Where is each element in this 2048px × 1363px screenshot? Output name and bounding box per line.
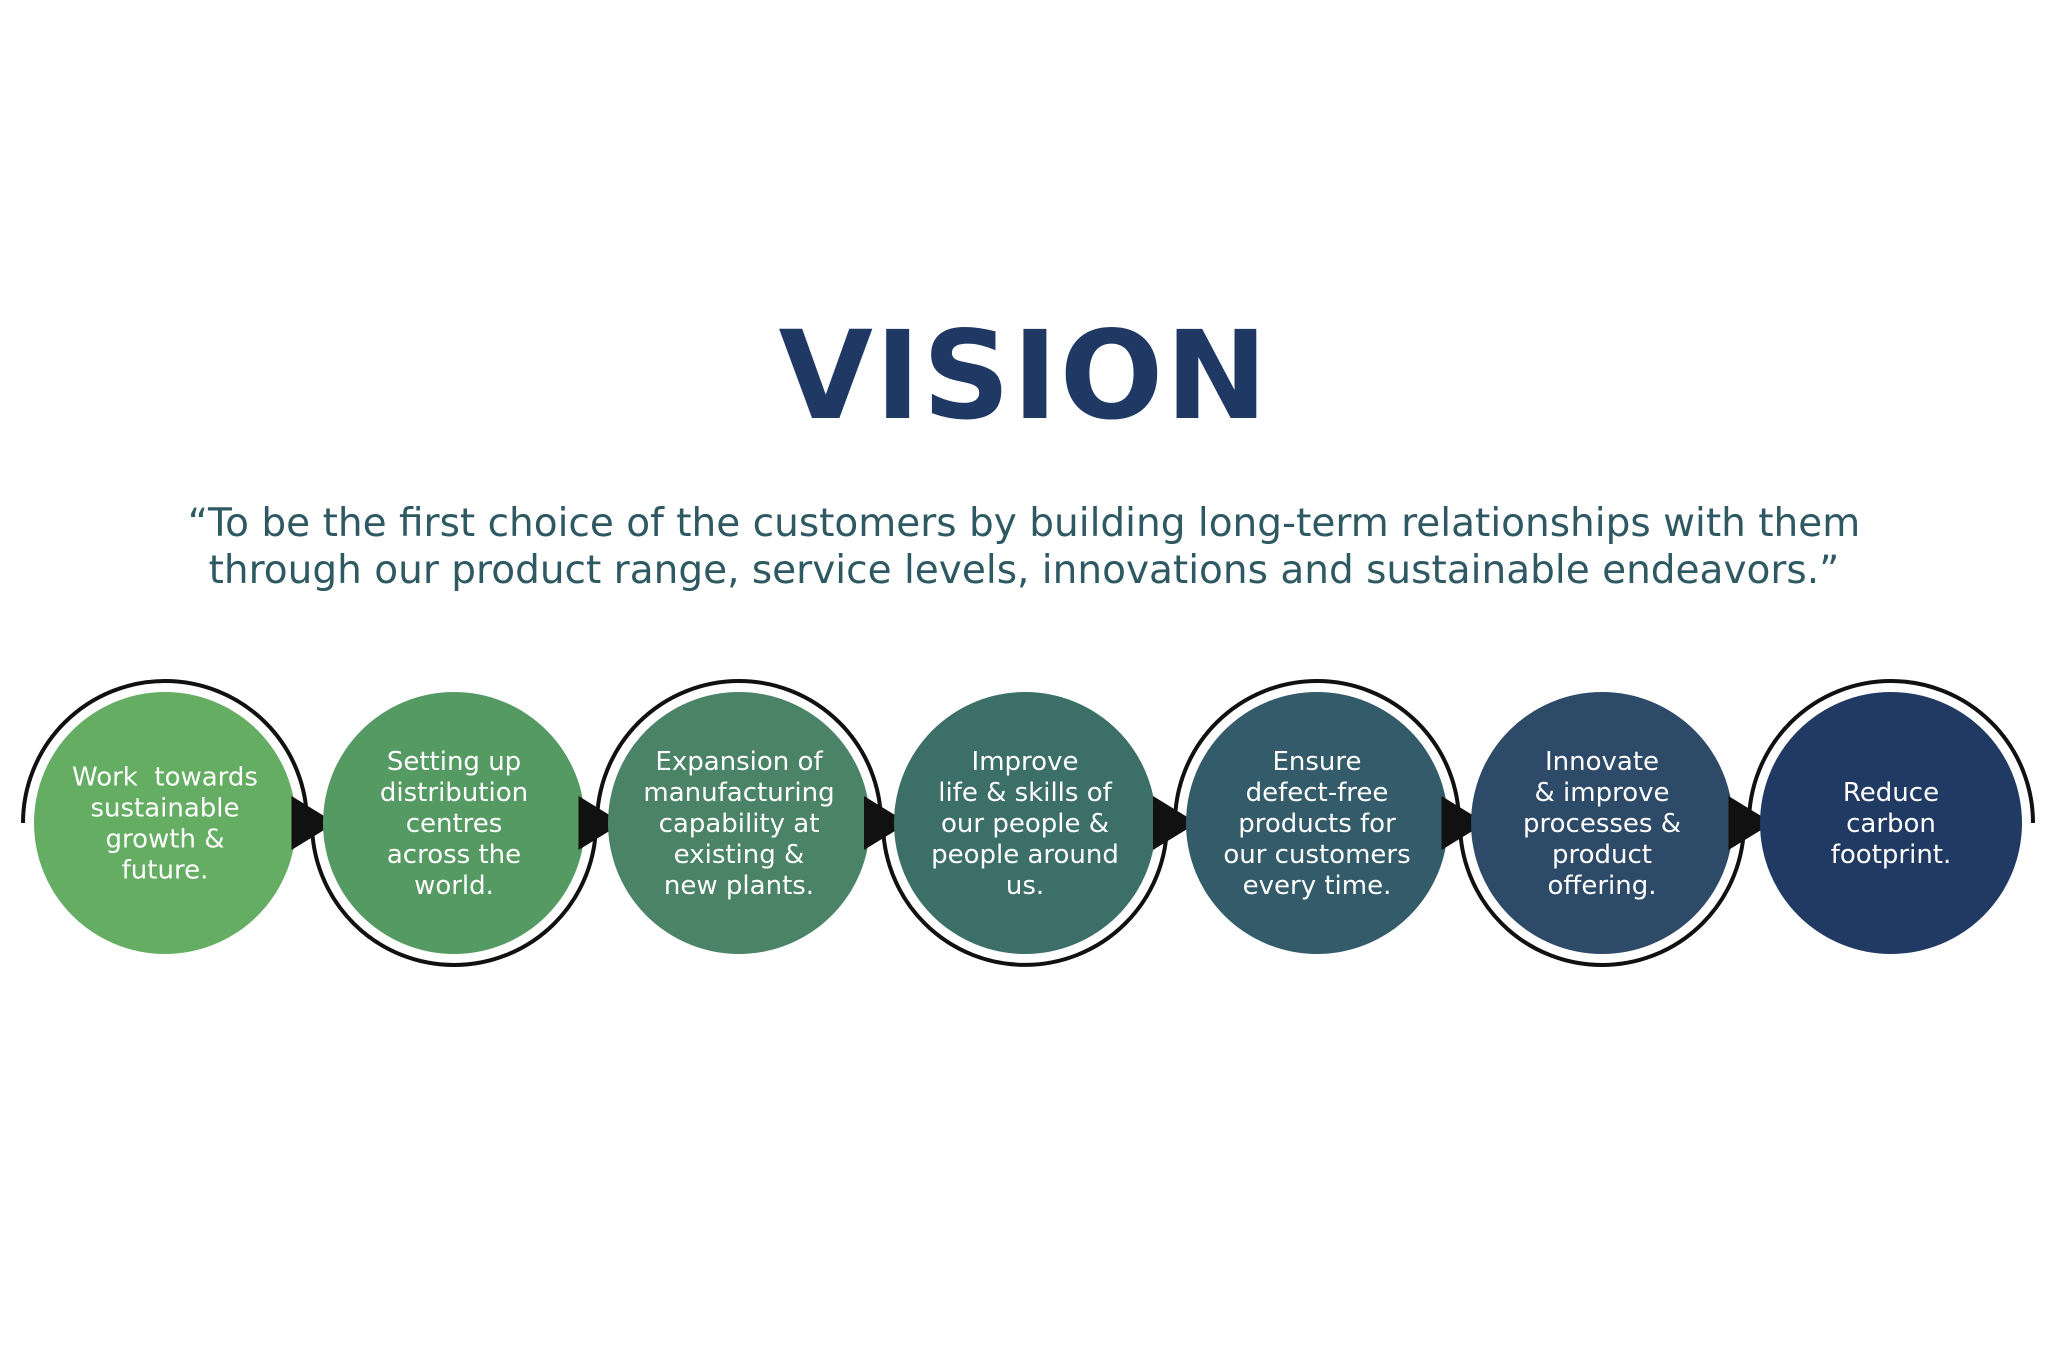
flow-arrow-icon	[1441, 796, 1486, 850]
step-label-line: new plants.	[664, 871, 814, 901]
step-label-line: our people &	[941, 809, 1109, 839]
step-label-line: Setting up	[387, 747, 521, 777]
step-label-line: Innovate	[1545, 747, 1659, 777]
step-circle	[608, 692, 870, 954]
step-label-line: offering.	[1548, 871, 1657, 901]
step-circle	[1186, 692, 1448, 954]
step-label-line: us.	[1006, 871, 1044, 901]
step-circle	[1471, 692, 1733, 954]
vision-statement-line-2: through our product range, service level…	[208, 548, 1840, 593]
step-label-line: footprint.	[1831, 840, 1952, 870]
step-label-line: capability at	[659, 809, 820, 839]
step-label-line: product	[1552, 840, 1652, 870]
step-outline-arc	[881, 822, 1169, 967]
step-label-line: our customers	[1223, 840, 1410, 870]
step-label-line: world.	[414, 871, 494, 901]
flow-arrow-icon	[578, 796, 623, 850]
step-outline-arc	[310, 822, 598, 967]
step-label-line: carbon	[1846, 809, 1936, 839]
step-outline-arc	[595, 679, 883, 824]
step-label-line: existing &	[674, 840, 805, 870]
step-circle	[34, 692, 296, 954]
step-label-line: life & skills of	[938, 778, 1112, 808]
vision-statement-line-1: “To be the first choice of the customers…	[187, 501, 1861, 546]
step-label-line: Reduce	[1843, 778, 1939, 808]
step-label-line: centres	[406, 809, 503, 839]
step-label-line: future.	[122, 856, 209, 886]
step-label-line: manufacturing	[643, 778, 834, 808]
vision-statement: “To be the first choice of the customers…	[150, 500, 1898, 594]
step-circle	[1760, 692, 2022, 954]
step-label-line: Expansion of	[655, 747, 823, 777]
step-circle	[323, 692, 585, 954]
step-label-line: products for	[1238, 809, 1396, 839]
step-label-line: & improve	[1534, 778, 1669, 808]
step-outline-arc	[1173, 679, 1461, 824]
step-label-line: people around	[931, 840, 1119, 870]
step-label-line: growth &	[105, 825, 224, 855]
step-label-line: Work towards	[72, 763, 258, 793]
vision-title: VISION	[778, 305, 1270, 447]
step-label-line: Ensure	[1272, 747, 1361, 777]
step-label-line: every time.	[1243, 871, 1392, 901]
step-circle	[894, 692, 1156, 954]
step-label-line: distribution	[380, 778, 528, 808]
step-label-line: across the	[387, 840, 521, 870]
step-label-line: processes &	[1523, 809, 1681, 839]
step-outline-arc	[1747, 679, 2035, 824]
step-label-line: sustainable	[90, 794, 239, 824]
step-outline-arc	[1458, 822, 1746, 967]
step-outline-arc	[21, 679, 309, 824]
flow-arrow-icon	[864, 796, 908, 850]
step-label-line: Improve	[972, 747, 1079, 777]
step-label-line: defect-free	[1246, 778, 1389, 808]
